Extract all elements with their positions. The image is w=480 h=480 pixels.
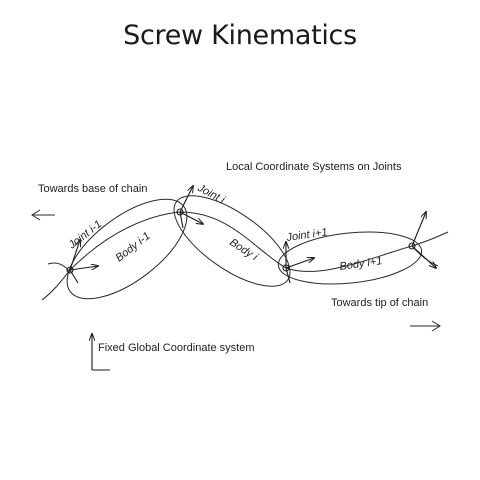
joint-i-axis-z — [179, 186, 193, 213]
towards-tip-label: Towards tip of chain — [331, 297, 428, 309]
joint-i-1-label: Joint i-1 — [66, 218, 105, 252]
joint-i-1-frame — [66, 240, 98, 284]
towards-base-label: Towards base of chain — [38, 183, 147, 195]
joint-i+1-axis-y — [285, 267, 291, 284]
body-ellipse-i-1 — [66, 198, 188, 300]
joint-i+1-frame — [282, 242, 314, 284]
joint-i-label: Joint i — [195, 182, 227, 207]
tip-joint-origin — [408, 242, 416, 250]
local-coordinate-systems-label: Local Coordinate Systems on Joints — [226, 161, 402, 173]
body-i+1-label: Body i+1 — [339, 255, 383, 273]
joint-i-frame — [176, 186, 203, 229]
joint-i-1-axis-x — [69, 266, 98, 271]
fixed-global-label: Fixed Global Coordinate system — [98, 342, 255, 354]
base-arrow-head — [31, 209, 41, 221]
global-frame — [92, 334, 110, 371]
tip-joint-axis-z — [411, 212, 426, 247]
body-ellipse-i — [173, 195, 291, 287]
tip-arrow-head — [431, 320, 441, 332]
joint-i-origin — [176, 208, 184, 216]
tip-joint-axis-x — [411, 245, 436, 268]
page-title: Screw Kinematics — [123, 20, 357, 51]
joint-i+1-axis-x — [285, 258, 314, 269]
joint-i-axis-y — [179, 211, 184, 229]
joint-i+1-label: Joint i+1 — [285, 226, 329, 244]
body-i-1-label: Body i-1 — [113, 230, 152, 264]
tip-joint-frame — [408, 212, 436, 268]
joint-i-axis-x — [179, 211, 203, 224]
chain-curve-base-stub — [47, 262, 71, 273]
joint-i-1-axis-y — [69, 269, 79, 284]
body-ellipse-i+1 — [277, 231, 423, 285]
joint-i-1-axis-z — [69, 240, 80, 271]
body-i-label: Body i — [227, 236, 260, 263]
